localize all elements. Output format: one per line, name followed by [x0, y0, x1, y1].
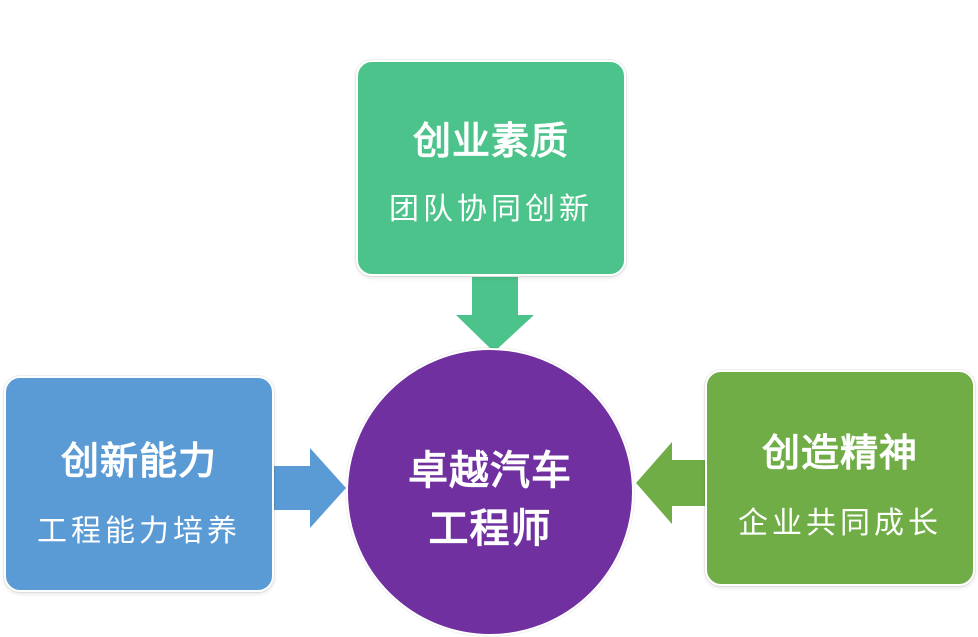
- node-creative-spirit: 创造精神 企业共同成长: [705, 370, 975, 586]
- node-subtitle: 企业共同成长: [738, 506, 942, 541]
- center-node: 卓越汽车 工程师: [346, 348, 634, 636]
- arrow-down-icon: [456, 277, 534, 352]
- arrow-left-icon: [636, 442, 705, 524]
- node-title: 创造精神: [761, 430, 918, 475]
- node-title: 创业素质: [412, 118, 569, 163]
- center-title-line2: 工程师: [428, 505, 552, 552]
- center-title-line1: 卓越汽车: [408, 447, 572, 494]
- node-title: 创新能力: [60, 438, 217, 483]
- node-subtitle: 团队协同创新: [389, 192, 593, 227]
- node-subtitle: 工程能力培养: [37, 514, 241, 549]
- node-innovation-ability: 创新能力 工程能力培养: [4, 376, 274, 592]
- arrow-right-icon: [274, 448, 346, 528]
- node-entrepreneurial-quality: 创业素质 团队协同创新: [356, 60, 626, 276]
